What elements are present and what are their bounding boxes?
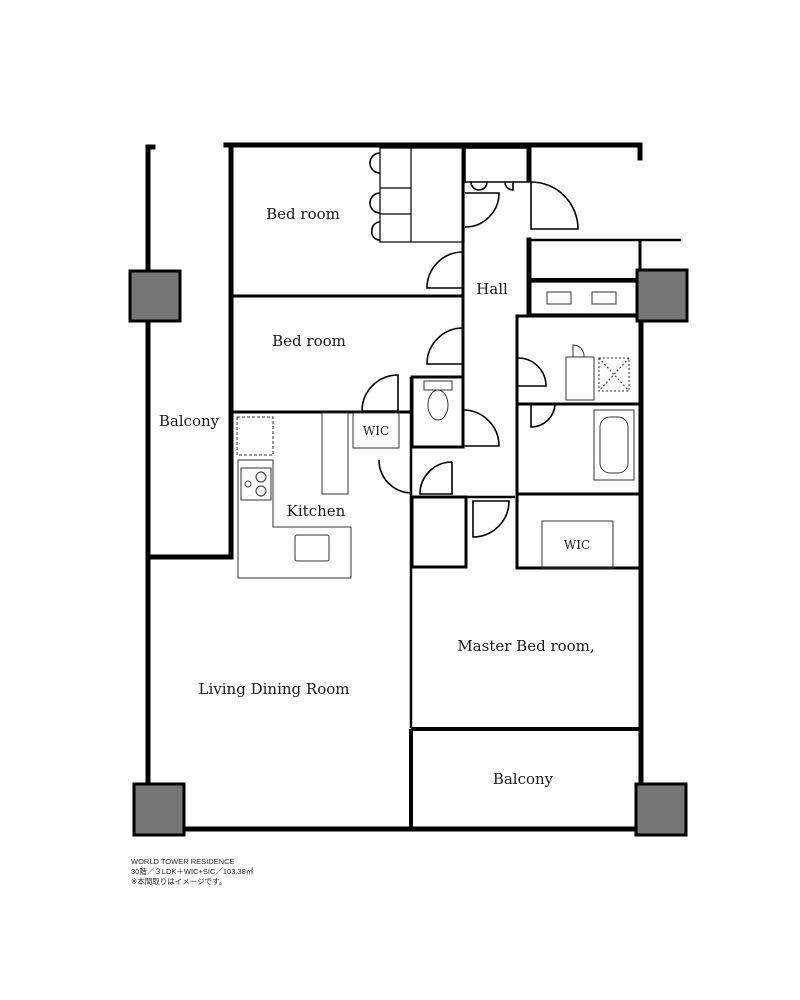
room-label-balcony-south: Balcony <box>492 770 554 788</box>
room-label-kitchen: Kitchen <box>286 502 346 520</box>
column-nw <box>128 269 182 323</box>
disclaimer-note: ※本間取りはイメージです。 <box>131 877 227 886</box>
room-label-wic-master: WIC <box>563 538 591 552</box>
column-sw <box>132 782 186 837</box>
property-caption: WORLD TOWER RESIDENCE 30階／３LDK＋WIC+SIC／1… <box>131 857 253 887</box>
structural-columns <box>128 268 689 837</box>
room-label-bedroom-1: Bed room <box>266 205 340 223</box>
room-label-living-dining: Living Dining Room <box>198 680 350 698</box>
building-name: WORLD TOWER RESIDENCE <box>131 857 235 866</box>
fixtures <box>236 291 635 579</box>
doors <box>361 152 579 538</box>
room-label-master-bedroom: Master Bed room, <box>457 637 595 655</box>
room-label-balcony-west: Balcony <box>158 412 220 430</box>
room-label-bedroom-2: Bed room <box>272 332 346 350</box>
interior-walls <box>231 145 681 829</box>
room-label-wic-kitchen: WIC <box>362 424 390 438</box>
column-se <box>634 782 688 837</box>
unit-spec: 30階／３LDK＋WIC+SIC／103.38㎡ <box>131 867 254 876</box>
column-ne <box>635 268 689 323</box>
room-label-hall: Hall <box>476 280 508 298</box>
